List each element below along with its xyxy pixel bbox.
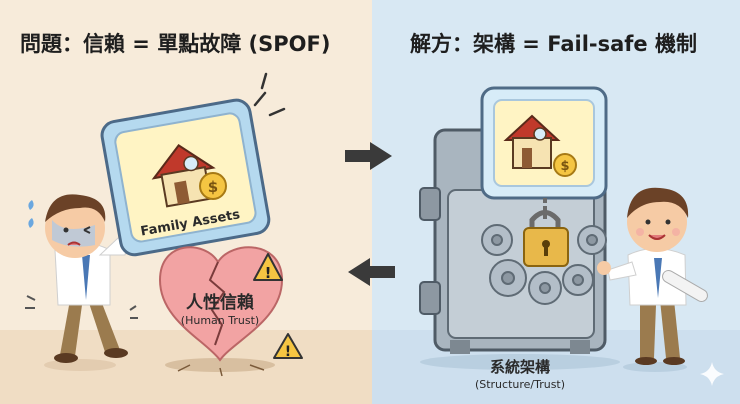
arrow-right-icon bbox=[345, 142, 392, 170]
confident-person bbox=[597, 187, 708, 372]
coin-icon: $ bbox=[553, 153, 577, 177]
stressed-person bbox=[25, 194, 138, 371]
arrow-left-icon bbox=[348, 258, 395, 286]
sparkle-icon bbox=[700, 362, 724, 386]
heart-sublabel: (Human Trust) bbox=[180, 314, 260, 327]
cracked-heart bbox=[158, 246, 284, 377]
heart-label: 人性信賴 bbox=[186, 293, 254, 313]
safe-sublabel: (Structure/Trust) bbox=[474, 378, 566, 391]
gear-icon bbox=[481, 224, 607, 305]
svg-text:!: ! bbox=[265, 264, 272, 282]
svg-text:!: ! bbox=[285, 344, 291, 360]
warning-icon: ! bbox=[253, 253, 283, 282]
svg-text:$: $ bbox=[208, 178, 218, 196]
warning-icon: ! bbox=[273, 333, 303, 360]
svg-text:$: $ bbox=[560, 159, 569, 174]
house-icon bbox=[151, 144, 216, 208]
solution-title: 解方：架構 = Fail-safe 機制 bbox=[410, 32, 697, 56]
safe-label: 系統架構 bbox=[489, 358, 550, 376]
padlock-icon bbox=[523, 210, 569, 267]
coin-icon: $ bbox=[199, 172, 227, 200]
house-icon bbox=[503, 114, 561, 169]
problem-title: 問題：信賴 = 單點故障 (SPOF) bbox=[20, 32, 331, 56]
